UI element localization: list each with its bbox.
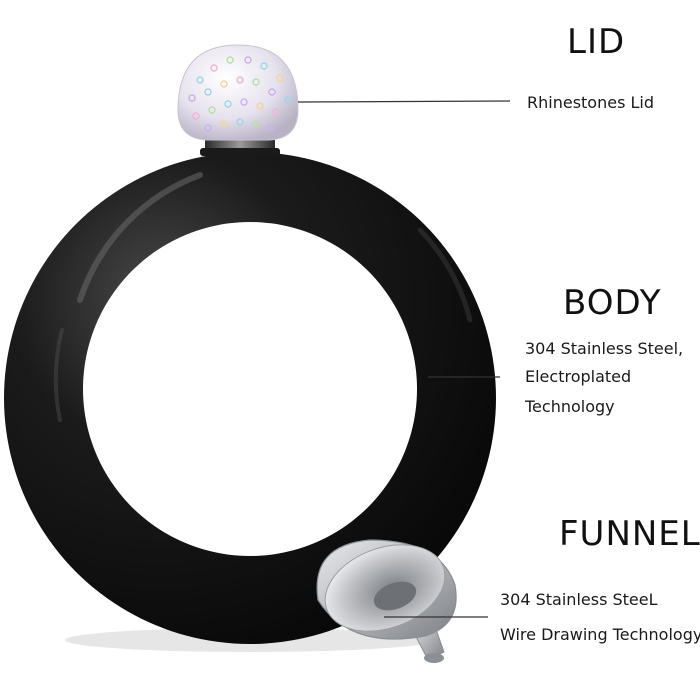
flask-body [3, 152, 496, 644]
lid-leader-line [297, 100, 511, 103]
rhinestone-lid [177, 44, 299, 141]
funnel [316, 539, 457, 663]
lid-description: Rhinestones Lid [527, 93, 655, 112]
funnel-description-line-1: 304 Stainless SteeL [500, 590, 658, 609]
funnel-heading: FUNNEL [559, 514, 700, 554]
lid-heading: LID [567, 22, 626, 62]
body-description-line-1: 304 Stainless Steel, [525, 339, 684, 358]
funnel-description-line-2: Wire Drawing Technology [500, 625, 700, 644]
body-heading: BODY [563, 283, 662, 323]
body-description-line-3: Technology [525, 397, 615, 416]
body-description-line-2: Electroplated [525, 367, 632, 386]
